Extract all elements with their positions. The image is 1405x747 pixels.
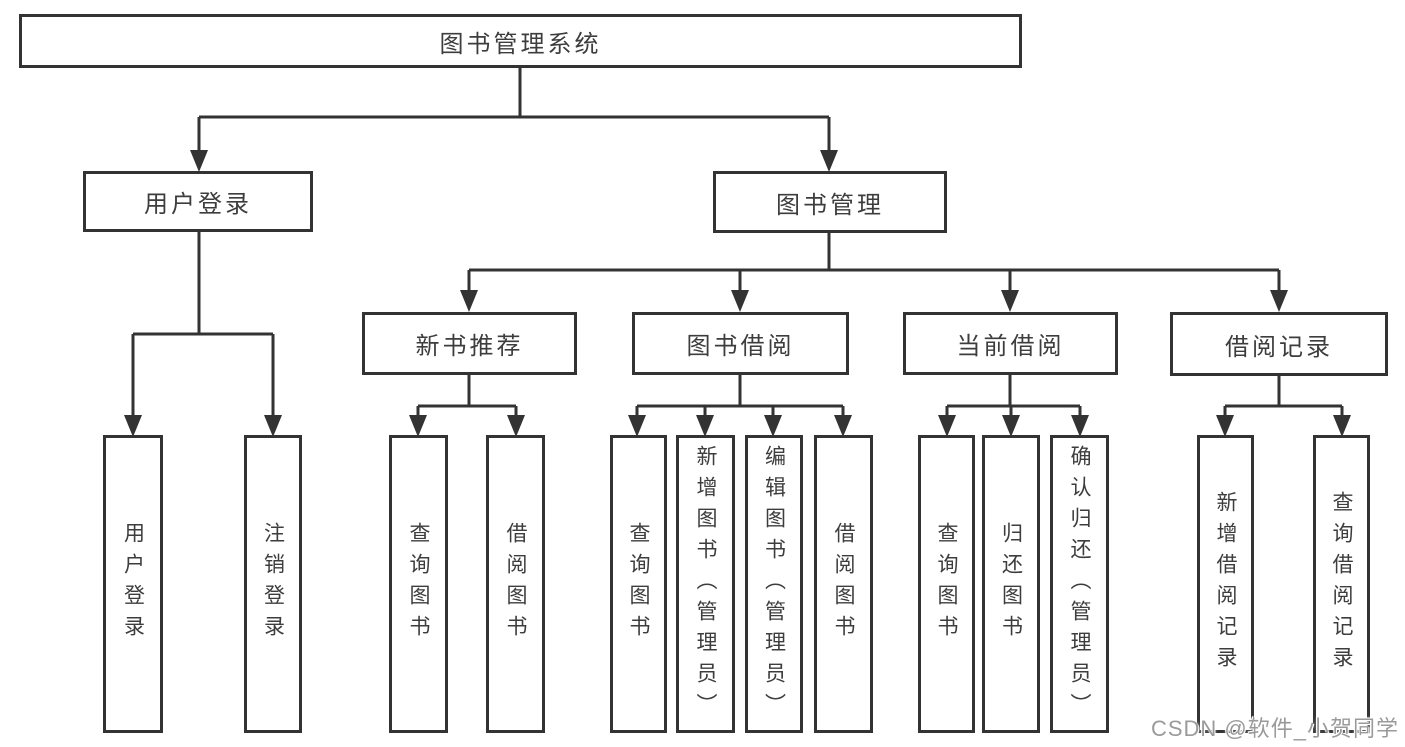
arrowheads: [124, 150, 1351, 437]
node-bb-add-books-admin: 新增图书（管理员）: [676, 435, 735, 733]
node-br-add-record-label: 新增借阅记录: [1214, 491, 1237, 677]
node-library-system-label: 图书管理系统: [439, 30, 602, 58]
node-user-login-label: 用户登录: [144, 191, 252, 218]
node-logout-leaf-label: 注销登录: [261, 522, 285, 646]
node-book-borrowing-label: 图书借阅: [686, 333, 795, 360]
node-user-login-leaf-label: 用户登录: [121, 522, 145, 646]
watermark: CSDN @软件_小贺同学: [1150, 716, 1399, 741]
node-library-system: 图书管理系统: [19, 14, 1022, 68]
node-bb-query-books-label: 查询图书: [627, 522, 650, 646]
node-cb-return-books-label: 归还图书: [999, 522, 1023, 646]
node-bb-edit-books-admin: 编辑图书（管理员）: [745, 435, 803, 733]
node-rec-borrow-books: 借阅图书: [486, 435, 545, 733]
node-user-login: 用户登录: [83, 171, 313, 232]
node-bb-borrow-books: 借阅图书: [814, 435, 873, 733]
node-book-management: 图书管理: [713, 171, 947, 233]
node-book-management-label: 图书管理: [776, 191, 884, 219]
node-cb-confirm-return-admin-label: 确认归还（管理员）: [1068, 444, 1091, 724]
node-bb-add-books-admin-label: 新增图书（管理员）: [694, 444, 717, 724]
node-cb-return-books: 归还图书: [982, 435, 1040, 733]
node-rec-query-books-label: 查询图书: [407, 522, 430, 646]
node-bb-query-books: 查询图书: [610, 435, 667, 733]
node-new-book-recommend: 新书推荐: [362, 312, 577, 375]
node-new-book-recommend-label: 新书推荐: [415, 333, 524, 360]
node-book-borrowing: 图书借阅: [632, 312, 849, 375]
node-br-add-record: 新增借阅记录: [1197, 435, 1254, 733]
node-bb-edit-books-admin-label: 编辑图书（管理员）: [762, 444, 786, 724]
node-user-login-leaf: 用户登录: [103, 435, 163, 733]
node-br-query-record: 查询借阅记录: [1313, 435, 1370, 733]
node-cb-query-books: 查询图书: [918, 435, 975, 733]
node-rec-query-books: 查询图书: [389, 435, 448, 733]
node-borrowing-records-label: 借阅记录: [1225, 333, 1333, 361]
node-cb-confirm-return-admin: 确认归还（管理员）: [1050, 435, 1109, 733]
node-br-query-record-label: 查询借阅记录: [1330, 491, 1353, 677]
node-logout-leaf: 注销登录: [244, 435, 302, 733]
node-borrowing-records: 借阅记录: [1170, 312, 1388, 376]
node-cb-query-books-label: 查询图书: [935, 522, 958, 646]
node-current-borrowing: 当前借阅: [903, 312, 1118, 375]
node-current-borrowing-label: 当前借阅: [956, 333, 1065, 360]
node-rec-borrow-books-label: 借阅图书: [504, 522, 527, 646]
node-bb-borrow-books-label: 借阅图书: [832, 522, 855, 646]
